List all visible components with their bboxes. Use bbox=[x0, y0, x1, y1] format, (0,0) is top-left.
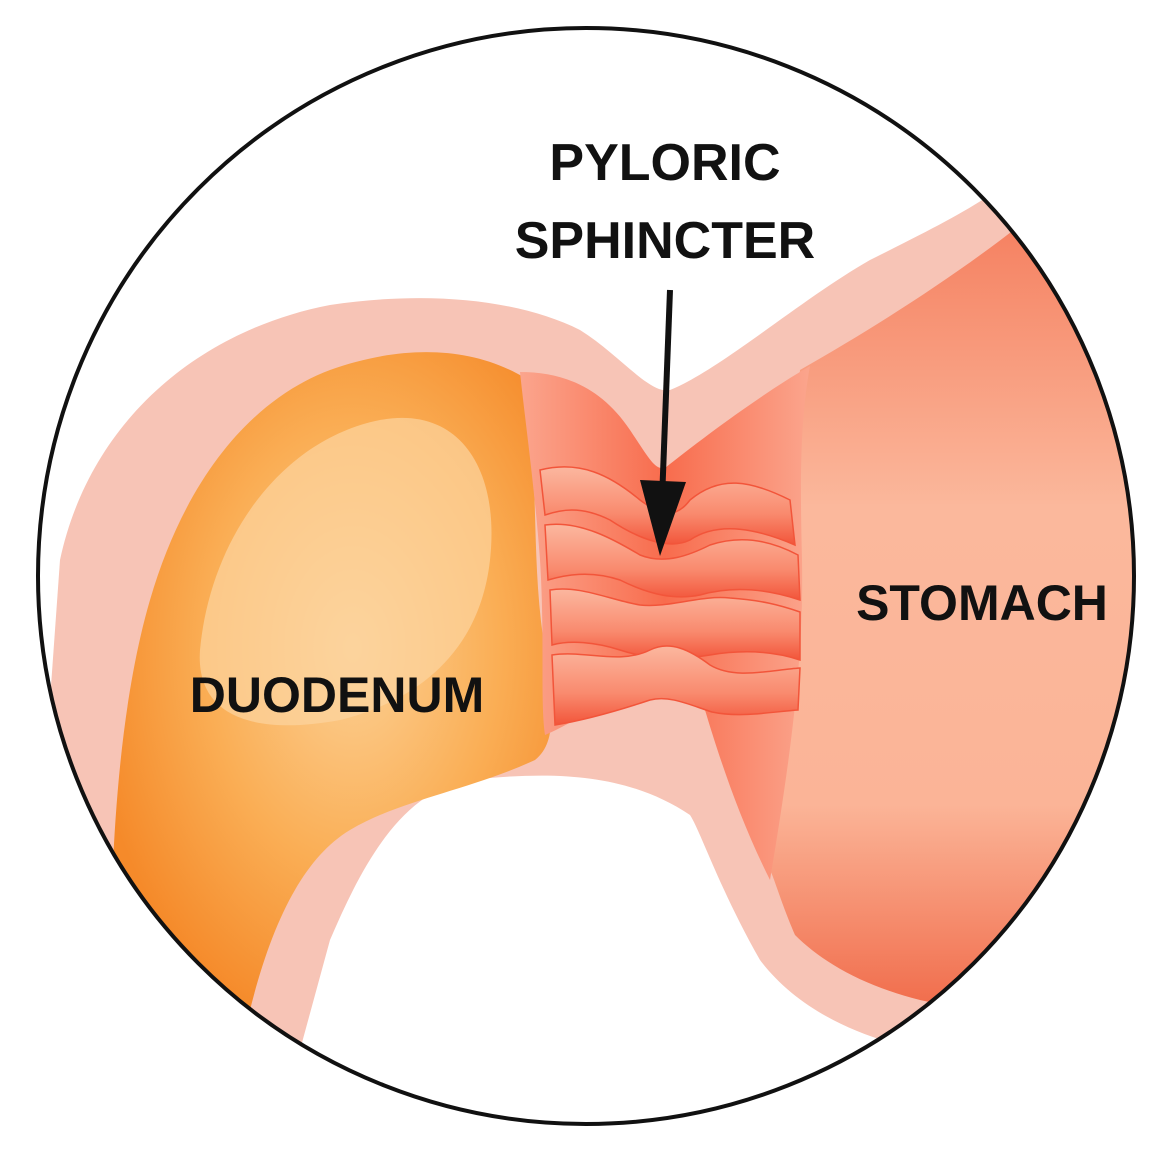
sphincter-folds bbox=[539, 466, 801, 726]
sphincter-fold bbox=[539, 466, 796, 547]
duodenum-highlight bbox=[199, 417, 492, 726]
frame-circle bbox=[36, 26, 1136, 1126]
sphincter-fold bbox=[544, 523, 801, 602]
pointer-arrow bbox=[640, 289, 686, 556]
label-duodenum: DUODENUM bbox=[190, 667, 484, 723]
arrowhead bbox=[640, 480, 686, 556]
sphincter-fold bbox=[549, 588, 801, 662]
sphincter-fold bbox=[551, 645, 801, 726]
label-pyloric: PYLORIC bbox=[549, 134, 780, 192]
label-stomach: STOMACH bbox=[856, 575, 1108, 631]
label-sphincter: SPHINCTER bbox=[515, 212, 815, 270]
